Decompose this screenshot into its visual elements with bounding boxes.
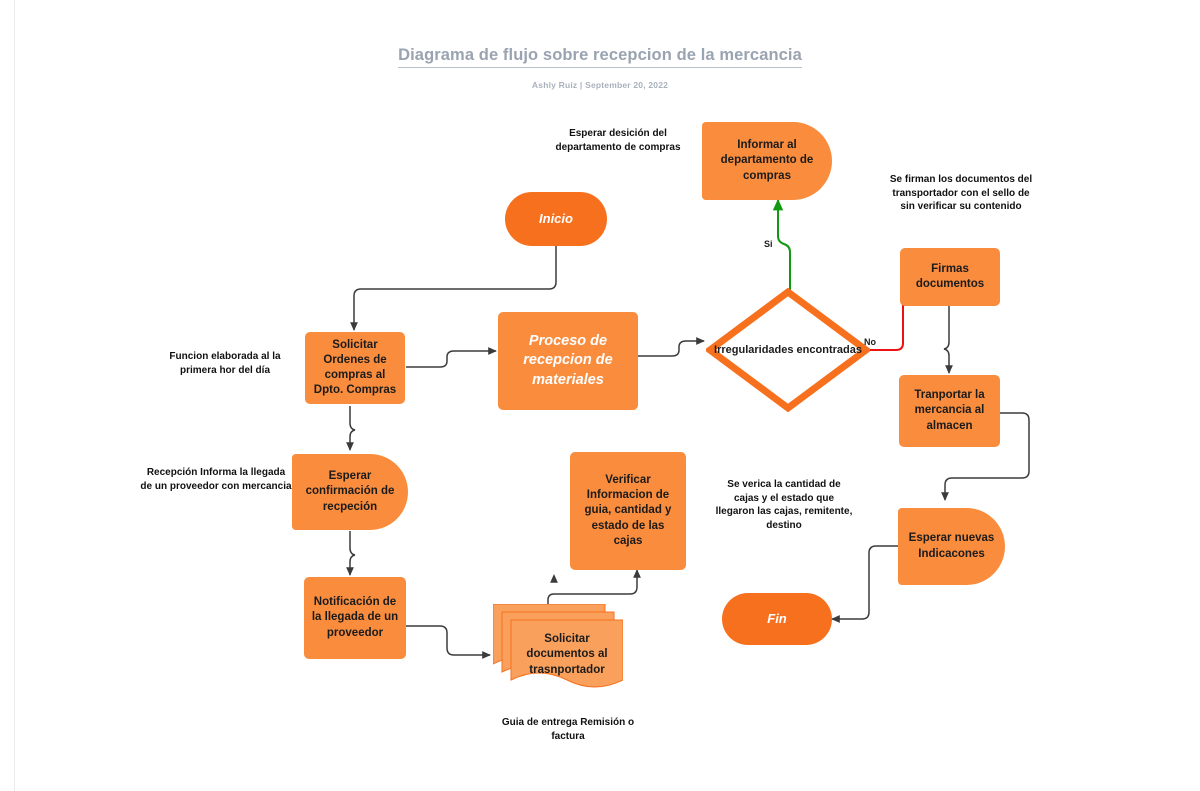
node-solicitar-ordenes-label: Solicitar Ordenes de compras al Dpto. Co…	[313, 338, 397, 397]
page-title: Diagrama de flujo sobre recepcion de la …	[0, 46, 1200, 68]
note-esperar-desicion: Esperar desición del departamento de com…	[555, 128, 681, 153]
note-guia-de-entrega: Guia de entrega Remisión o factura	[501, 717, 635, 742]
node-fin-label: Fin	[767, 611, 787, 627]
node-irregularidades-label: Irregularidades encontradas	[714, 343, 862, 356]
node-proceso-de-recepcion-de-materiales[interactable]: Proceso de recepcion de materiales	[498, 312, 638, 410]
node-irregularidades-encontradas[interactable]: Irregularidades encontradas	[706, 288, 870, 412]
note-recepcion-informa: Recepción Informa la llegada de un prove…	[140, 467, 292, 492]
note-funcion-elaborada: Funcion elaborada al la primera hor del …	[169, 351, 281, 376]
node-firmas-label: Firmas documentos	[915, 262, 985, 290]
note-se-verifica-cajas: Se verica la cantidad de cajas y el esta…	[715, 479, 853, 531]
node-solicitar-documentos-al-trasnportador[interactable]: Solicitar documentos al trasnportador	[493, 604, 623, 690]
node-esperar-indicaciones-label: Esperar nuevas Indicacones	[908, 532, 995, 560]
page-subtitle: Ashly Ruiz | September 20, 2022	[531, 80, 669, 90]
node-verificar-informacion-de-guia[interactable]: Verificar Informacion de guia, cantidad …	[570, 452, 686, 570]
edge-documentos-to-verificar-stub	[550, 574, 558, 583]
node-firmas-documentos[interactable]: Firmas documentos	[900, 248, 1000, 306]
node-inicio-label: Inicio	[539, 211, 573, 227]
node-informar-al-departamento-de-compras[interactable]: Informar al departamento de compras	[702, 122, 832, 200]
node-informar-label: Informar al departamento de compras	[720, 139, 814, 182]
edge-label-no: No	[864, 337, 876, 347]
multidocument-shape	[493, 604, 623, 688]
page-left-rail	[0, 0, 15, 791]
node-fin[interactable]: Fin	[722, 593, 832, 645]
node-inicio[interactable]: Inicio	[505, 192, 607, 246]
note-se-firman-documentos: Se firman los documentos del transportad…	[889, 174, 1033, 212]
node-transportar-label: Tranportar la mercancia al almacen	[914, 389, 985, 432]
node-notificacion-de-la-llegada-de-un-proveedor[interactable]: Notificación de la llegada de un proveed…	[304, 577, 406, 659]
edge-notificacion-to-documentos	[406, 625, 491, 659]
node-esperar-confirmacion-de-recepcion[interactable]: Esperar confirmación de recpeción	[292, 454, 408, 530]
page-title-text: Diagrama de flujo sobre recepcion de la …	[398, 46, 802, 68]
node-solicitar-documentos-label: Solicitar documentos al trasnportador	[526, 633, 608, 676]
edge-firmas-to-transportar	[943, 306, 953, 374]
decision-diamond-shape	[706, 288, 870, 412]
node-tranportar-la-mercancia-al-almacen[interactable]: Tranportar la mercancia al almacen	[899, 375, 1000, 447]
node-verificar-label: Verificar Informacion de guia, cantidad …	[584, 474, 672, 547]
edge-esperar-indicaciones-to-fin	[831, 545, 898, 623]
node-proceso-label: Proceso de recepcion de materiales	[523, 333, 613, 388]
edge-solicitar-to-proceso	[406, 347, 497, 368]
node-esperar-confirmacion-label: Esperar confirmación de recpeción	[305, 470, 395, 513]
edge-irregularidades-si	[772, 198, 791, 291]
node-notificacion-label: Notificación de la llegada de un proveed…	[311, 596, 399, 639]
edge-solicitar-to-esperar-confirmacion	[346, 406, 356, 451]
edge-proceso-to-irregularidades	[638, 337, 705, 357]
node-esperar-nuevas-indicaciones[interactable]: Esperar nuevas Indicacones	[898, 508, 1005, 585]
node-solicitar-ordenes-de-compras[interactable]: Solicitar Ordenes de compras al Dpto. Co…	[305, 332, 405, 404]
edge-label-si: Si	[764, 239, 773, 249]
edge-esperar-to-notificacion	[346, 531, 356, 576]
